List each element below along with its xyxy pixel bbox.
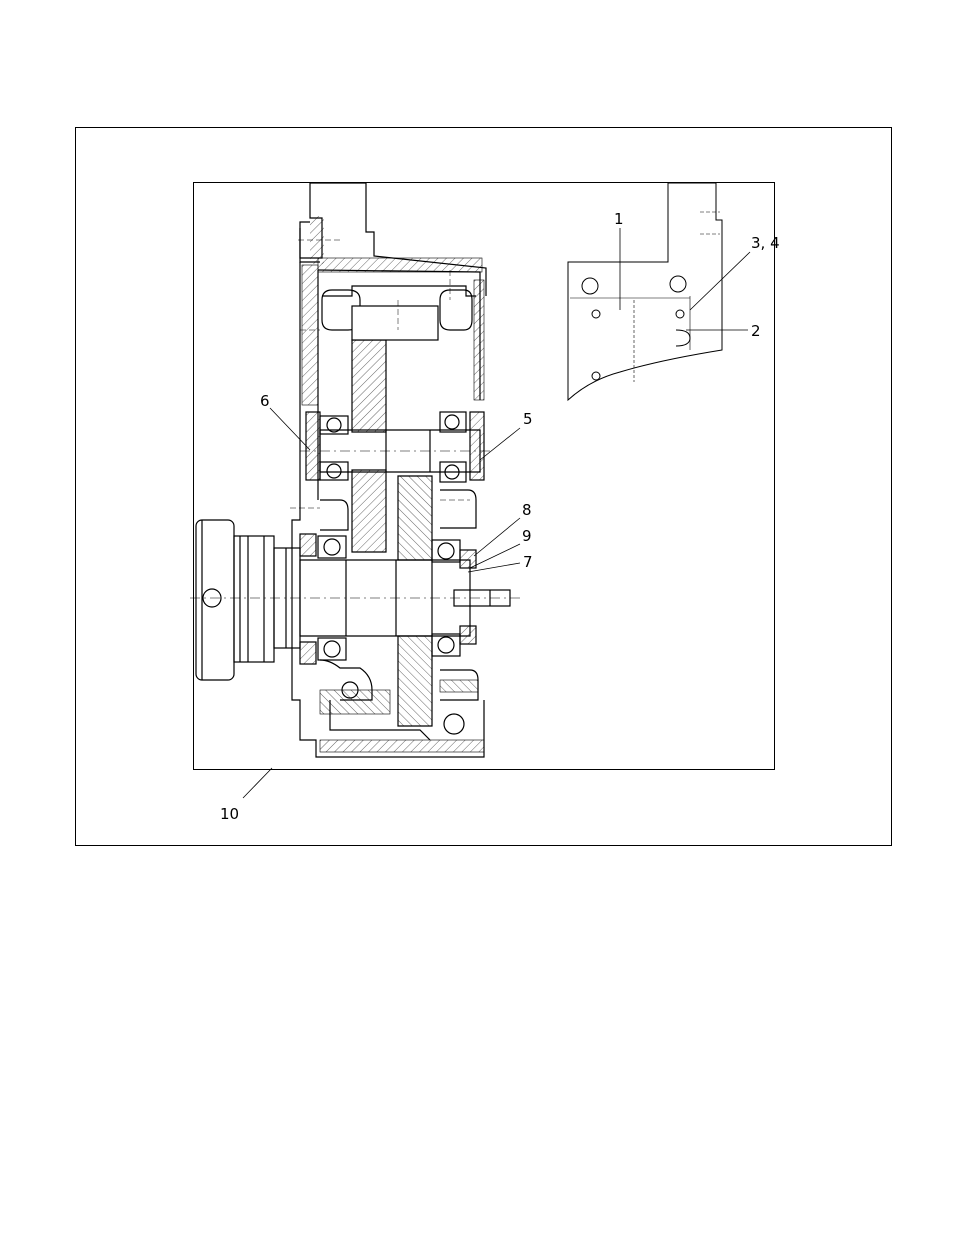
leader-lines — [243, 228, 750, 798]
callout-3-4: 3, 4 — [751, 236, 780, 251]
callout-2: 2 — [751, 324, 761, 339]
callout-8: 8 — [522, 503, 532, 518]
callout-6: 6 — [260, 394, 270, 409]
callout-5: 5 — [523, 412, 533, 427]
callout-9: 9 — [522, 529, 532, 544]
housing-outline — [190, 183, 520, 757]
callout-10: 10 — [220, 807, 239, 822]
detail-view — [568, 183, 722, 400]
callout-7: 7 — [523, 555, 533, 570]
callout-1: 1 — [614, 212, 624, 227]
